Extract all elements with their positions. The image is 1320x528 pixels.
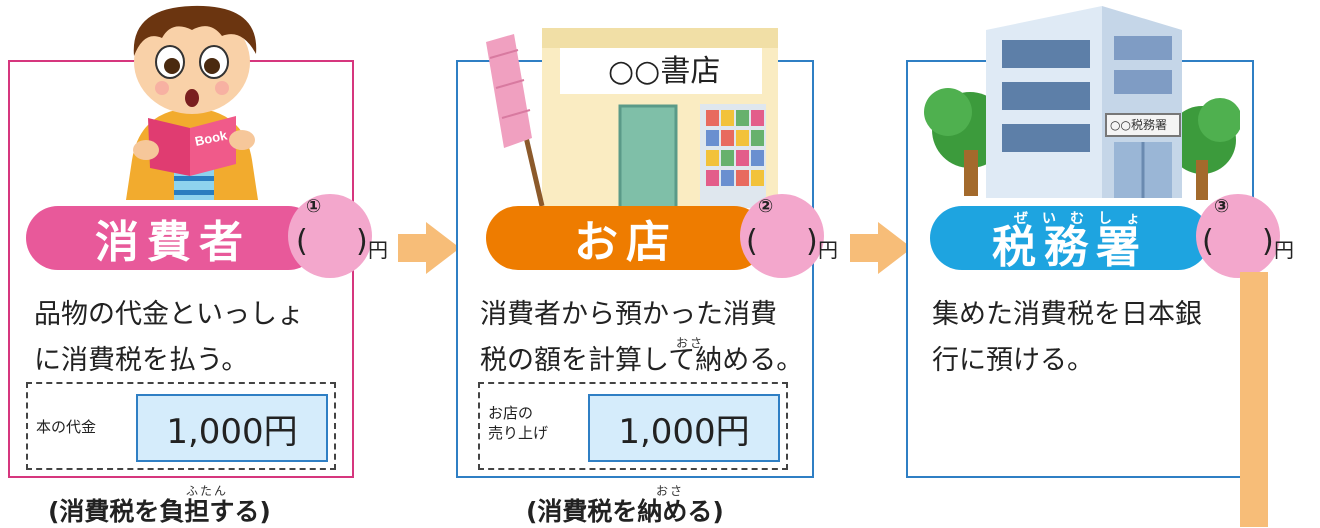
- consumer-description-line-1: 品物の代金といっしょ: [34, 299, 304, 330]
- tax-office-description-line-2: 行に預ける。: [932, 345, 1094, 376]
- answer-circle-3: [1196, 194, 1280, 278]
- shop-label-pill: お店: [486, 206, 766, 270]
- shop-description-ruby: おさ: [676, 336, 705, 350]
- right-arrow-icon: [398, 222, 460, 274]
- answer-circle-2: [740, 194, 824, 278]
- shop-caption-ruby: おさ: [656, 484, 685, 498]
- answer-paren-open-2: (: [746, 224, 758, 259]
- tax-office-label-pill: 税務署: [930, 206, 1210, 273]
- consumer-price-area: [26, 382, 336, 470]
- answer-paren-close-3: ): [1262, 224, 1274, 259]
- answer-unit-1: 円: [368, 238, 388, 262]
- tax-office-label: 税務署: [992, 222, 1148, 273]
- shop-price-area: [478, 382, 788, 470]
- answer-number-3: ③: [1214, 196, 1230, 217]
- consumer-label-pill: 消費者: [26, 206, 320, 270]
- consumer-caption-ruby: ふたん: [186, 484, 229, 498]
- consumer-price-label: 本の代金: [36, 418, 97, 436]
- shop-description-line-2: 税の額を計算して納める。: [480, 345, 804, 376]
- book-label: Book: [194, 127, 230, 149]
- shop-price-value: 1,000円: [588, 394, 780, 462]
- answer-paren-open-1: (: [296, 224, 308, 259]
- down-arrow-icon: [1240, 272, 1268, 527]
- shop-label: お店: [574, 217, 678, 268]
- answer-paren-close-2: ): [806, 224, 818, 259]
- tax-office-building-illustration: [924, 6, 1240, 200]
- tax-office-description-line-1: 集めた消費税を日本銀: [932, 299, 1202, 330]
- shop-price-label-line-1: お店の: [488, 404, 534, 422]
- store-sign: ○○書店: [608, 54, 721, 89]
- bookstore-illustration: [486, 28, 778, 208]
- answer-unit-3: 円: [1274, 238, 1294, 262]
- answer-circle-1: [288, 194, 372, 278]
- answer-paren-close-1: ): [356, 224, 368, 259]
- right-arrow-icon: [850, 222, 912, 274]
- consumer-description-line-2: に消費税を払う。: [34, 345, 249, 376]
- shop-description-line-1: 消費者から預かった消費: [480, 299, 777, 330]
- answer-number-1: ①: [306, 196, 322, 217]
- tax-office-furigana: ぜいむしょ: [1014, 211, 1154, 227]
- consumer-price-value: 1,000円: [136, 394, 328, 462]
- consumer-caption: (消費税を負担する): [48, 497, 271, 526]
- consumer-label: 消費者: [95, 217, 251, 268]
- shop-caption: (消費税を納める): [526, 497, 724, 526]
- answer-paren-open-3: (: [1202, 224, 1214, 259]
- shop-price-label-line-2: 売り上げ: [488, 424, 549, 442]
- boy-reading-book-illustration: Book: [126, 5, 258, 200]
- tax-office-building-sign: ○○税務署: [1110, 118, 1167, 132]
- answer-number-2: ②: [758, 196, 774, 217]
- answer-unit-2: 円: [818, 238, 838, 262]
